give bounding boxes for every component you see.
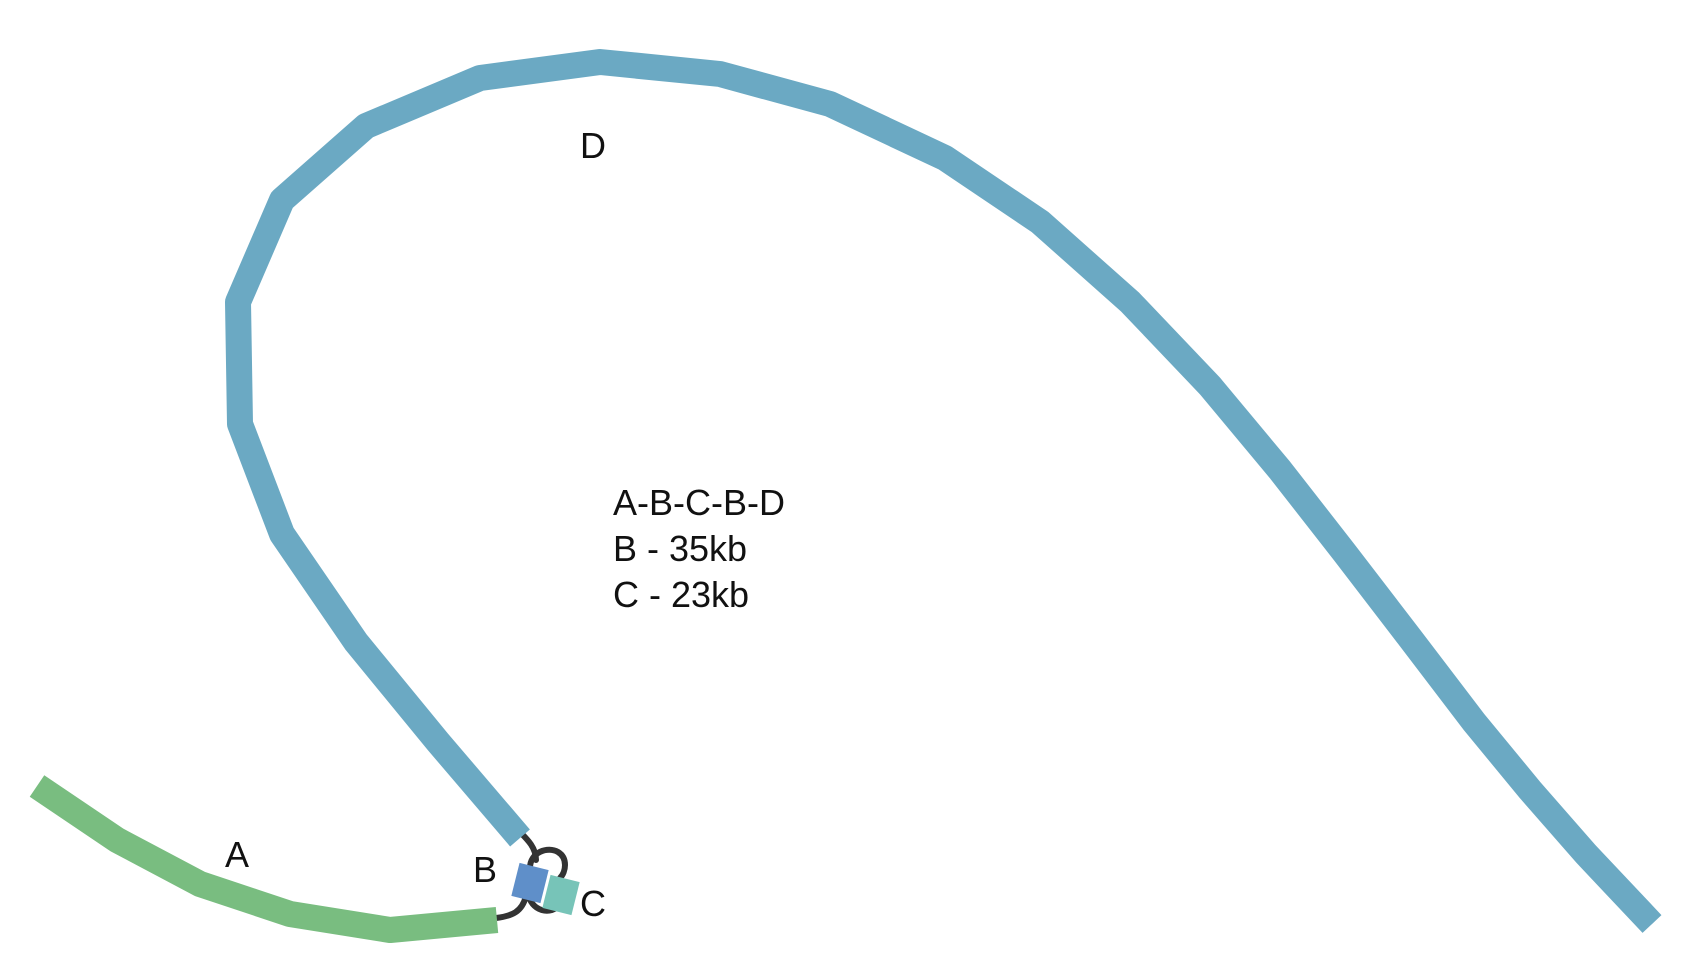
node-a-segment[interactable] <box>29 775 499 943</box>
edge-b-c-top <box>527 846 568 881</box>
node-d-segment[interactable] <box>225 49 1662 933</box>
path-text: A-B-C-B-D <box>613 482 785 523</box>
node-b-box[interactable] <box>511 862 549 904</box>
node-label-d: D <box>580 125 606 166</box>
node-c-box[interactable] <box>542 874 580 916</box>
b-length-text: B - 35kb <box>613 528 748 569</box>
node-label-a: A <box>225 834 249 875</box>
node-label-b: B <box>473 849 497 890</box>
edge-a-b <box>493 893 529 921</box>
c-length-text: C - 23kb <box>613 574 750 615</box>
node-label-c: C <box>580 883 606 924</box>
path-info: A-B-C-B-D B - 35kb C - 23kb <box>613 480 785 618</box>
